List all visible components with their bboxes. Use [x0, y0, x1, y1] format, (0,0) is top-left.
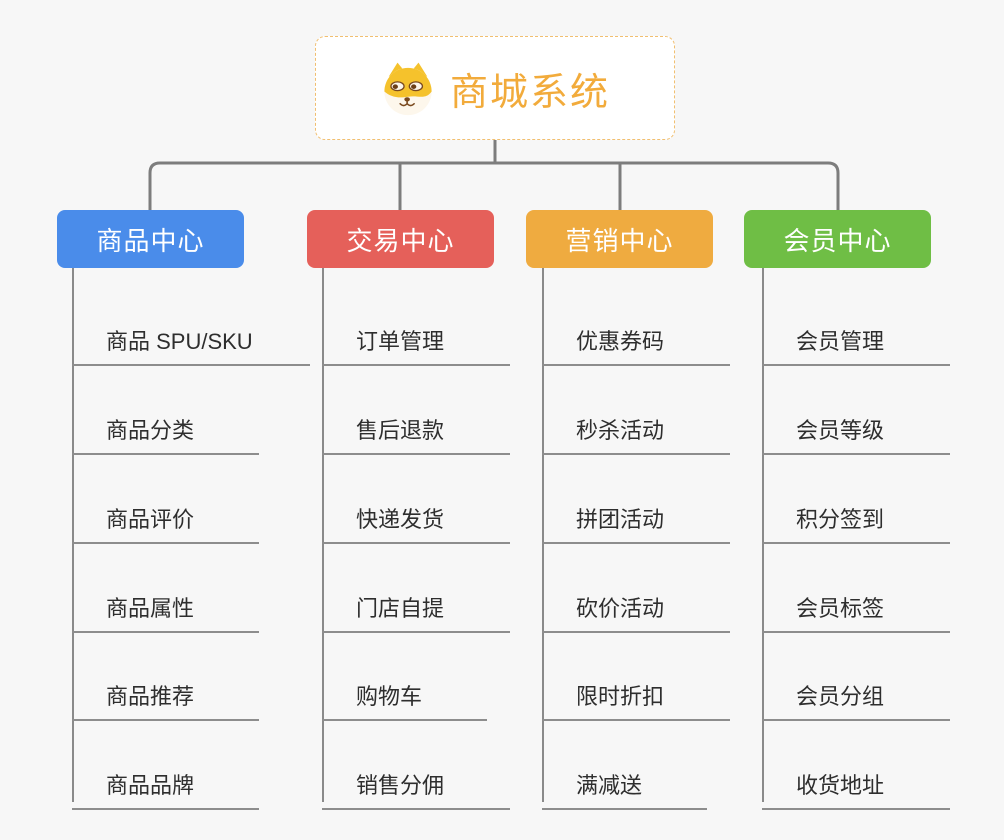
- branch-label: 会员中心: [783, 225, 892, 256]
- leaf-node-product-review[interactable]: 商品评价: [72, 500, 259, 544]
- branch-label: 营销中心: [565, 225, 674, 256]
- branch-label: 交易中心: [346, 225, 455, 256]
- leaf-node-express-delivery[interactable]: 快递发货: [322, 500, 510, 544]
- branch-children-line: [762, 268, 764, 802]
- leaf-node-aftersale-refund[interactable]: 售后退款: [322, 411, 510, 455]
- leaf-node-shipping-address[interactable]: 收货地址: [762, 766, 950, 810]
- leaf-node-order-management[interactable]: 订单管理: [322, 322, 510, 366]
- leaf-node-product-recommend[interactable]: 商品推荐: [72, 677, 259, 721]
- branch-node-member-center[interactable]: 会员中心: [744, 210, 931, 268]
- leaf-node-member-tag[interactable]: 会员标签: [762, 589, 950, 633]
- shiba-dog-icon: [384, 62, 432, 116]
- branch-children-line: [542, 268, 544, 802]
- leaf-node-coupon-code[interactable]: 优惠券码: [542, 322, 730, 366]
- branch-children-line: [322, 268, 324, 802]
- leaf-node-sales-commission[interactable]: 销售分佣: [322, 766, 510, 810]
- branch-node-product-center[interactable]: 商品中心: [57, 210, 244, 268]
- leaf-node-flash-sale[interactable]: 秒杀活动: [542, 411, 730, 455]
- root-node-title: 商城系统: [449, 71, 610, 114]
- leaf-node-group-buy[interactable]: 拼团活动: [542, 500, 730, 544]
- leaf-node-product-attribute[interactable]: 商品属性: [72, 589, 259, 633]
- leaf-node-bargain-activity[interactable]: 砍价活动: [542, 589, 730, 633]
- branch-label: 商品中心: [96, 225, 205, 256]
- branch-children-line: [72, 268, 74, 802]
- leaf-node-member-management[interactable]: 会员管理: [762, 322, 950, 366]
- root-node-mall-system[interactable]: 商城系统: [315, 36, 675, 140]
- leaf-node-store-pickup[interactable]: 门店自提: [322, 589, 510, 633]
- branch-node-trade-center[interactable]: 交易中心: [307, 210, 494, 268]
- leaf-node-product-spu-sku[interactable]: 商品 SPU/SKU: [72, 322, 310, 366]
- leaf-node-member-group[interactable]: 会员分组: [762, 677, 950, 721]
- leaf-node-limited-time-discount[interactable]: 限时折扣: [542, 677, 730, 721]
- leaf-node-points-checkin[interactable]: 积分签到: [762, 500, 950, 544]
- branch-node-marketing-center[interactable]: 营销中心: [526, 210, 713, 268]
- leaf-node-full-reduction[interactable]: 满减送: [542, 766, 707, 810]
- leaf-node-member-level[interactable]: 会员等级: [762, 411, 950, 455]
- leaf-node-product-category[interactable]: 商品分类: [72, 411, 259, 455]
- leaf-node-shopping-cart[interactable]: 购物车: [322, 677, 487, 721]
- connector-paths: [148, 137, 840, 213]
- leaf-node-product-brand[interactable]: 商品品牌: [72, 766, 259, 810]
